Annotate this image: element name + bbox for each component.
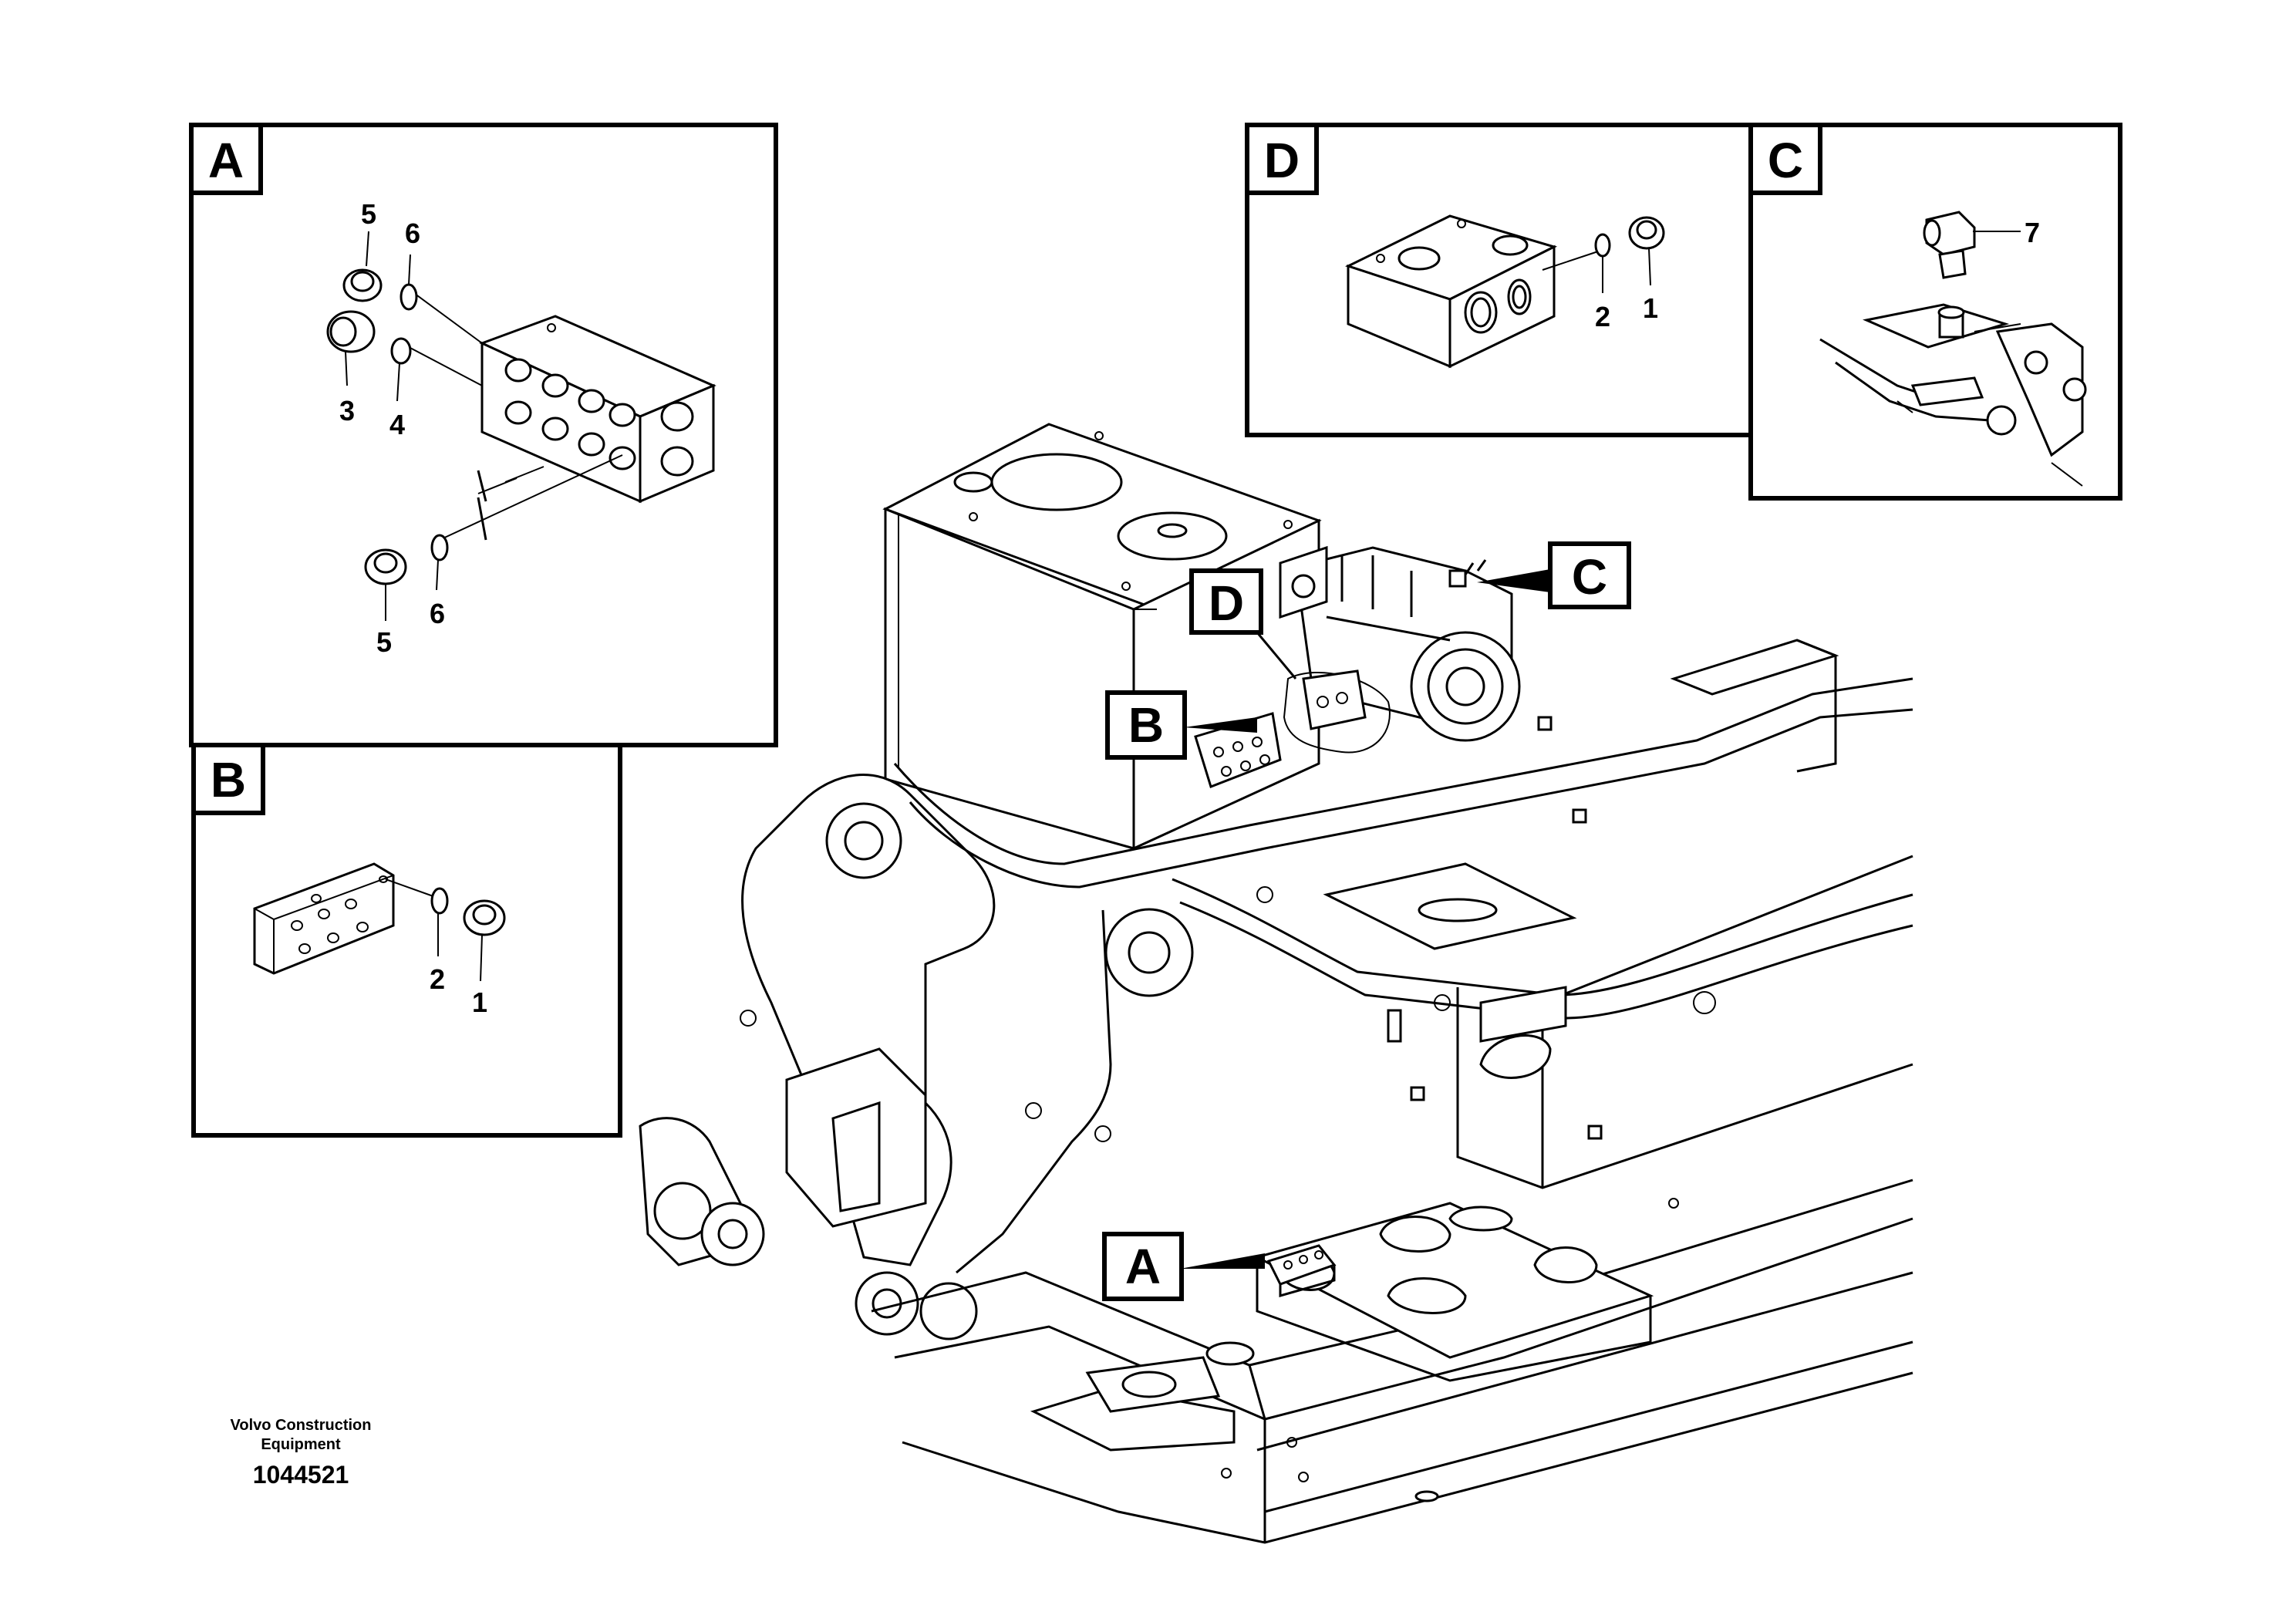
inset-c-label-7: 7 [2025,217,2040,248]
inset-b-plug-1 [463,899,506,982]
footer: Volvo Construction Equipment 1044521 [231,1417,372,1489]
inset-a-ring-6-top [400,254,418,311]
callout-a-box [1102,1232,1184,1301]
lower-deck [871,1179,1913,1544]
inset-b-ring-2 [430,887,449,956]
inset-d-plug-1 [1628,216,1665,286]
inset-a-frame [189,123,778,747]
machine-frame-drawing [639,423,1913,1544]
hydraulic-pump [1279,545,1521,742]
inset-a-label-6-bottom: 6 [430,598,445,629]
inset-d-label-1: 1 [1643,292,1658,324]
callout-c-arrow [1477,569,1550,592]
frame-rails [893,639,1913,1189]
callout-a-arrow [1180,1253,1265,1269]
inset-a-plug-5-top [342,231,383,302]
callout-tags: C D B A [1102,541,1631,1301]
inset-d-valve-block [1345,214,1558,369]
part-d-valve-block [1283,669,1391,754]
inset-c-tag [1748,123,1822,195]
inset-c-letter: C [1768,133,1803,188]
callout-c[interactable]: C [1477,541,1631,609]
inset-b-tag [191,743,265,815]
callout-b-letter: B [1128,697,1164,753]
part-b-plate-on-tank [1194,712,1282,788]
inset-b: B 2 1 [191,743,622,1138]
inset-a-label-4: 4 [389,409,405,440]
inset-a-tag [189,123,263,195]
inset-d-letter: D [1264,133,1300,188]
inset-a-plug-3 [326,310,376,386]
inset-c-pump-fragment [1819,303,2087,487]
part-a-block-on-beam [1266,1244,1337,1297]
callout-c-letter: C [1572,549,1607,605]
inset-d-ring-2 [1594,233,1611,293]
footer-manufacturer-line1: Volvo Construction [231,1417,372,1434]
callout-b-arrow [1184,717,1257,733]
callout-d-letter: D [1209,575,1244,631]
callout-a[interactable]: A [1102,1232,1265,1301]
callout-d[interactable]: D [1189,568,1297,679]
inset-d: D 2 1 [1245,123,1753,437]
inset-a-label-5-top: 5 [361,198,376,230]
footer-manufacturer-line2: Equipment [261,1436,341,1453]
inset-d-tag [1245,123,1319,195]
inset-c: C 7 [1748,123,2122,501]
inset-a-label-5-bottom: 5 [376,626,392,658]
inset-a-letter: A [208,133,244,188]
hydraulic-tank [882,423,1322,851]
inset-b-label-2: 2 [430,963,445,995]
inset-b-letter: B [211,752,246,808]
footer-drawing-number: 1044521 [253,1461,349,1489]
boom-foot-bracket [639,774,1273,1340]
inset-b-plate [253,862,395,975]
inset-a-valve-block [479,315,716,504]
inset-a-ring-4 [390,337,412,402]
inset-a: A [189,123,778,747]
inset-d-label-2: 2 [1595,301,1610,332]
inset-a-label-3: 3 [339,395,355,427]
callout-a-letter: A [1125,1239,1161,1294]
callout-d-box [1189,568,1263,635]
inset-c-pressure-sensor [1923,211,2021,279]
inset-b-label-1: 1 [472,986,487,1018]
inset-a-label-6-top: 6 [405,218,420,249]
inset-a-plug-5-bottom [364,548,407,621]
callout-c-box [1548,541,1631,609]
callout-b[interactable]: B [1105,690,1257,760]
inset-a-ring-6-bottom [430,534,449,591]
callout-b-box [1105,690,1187,760]
